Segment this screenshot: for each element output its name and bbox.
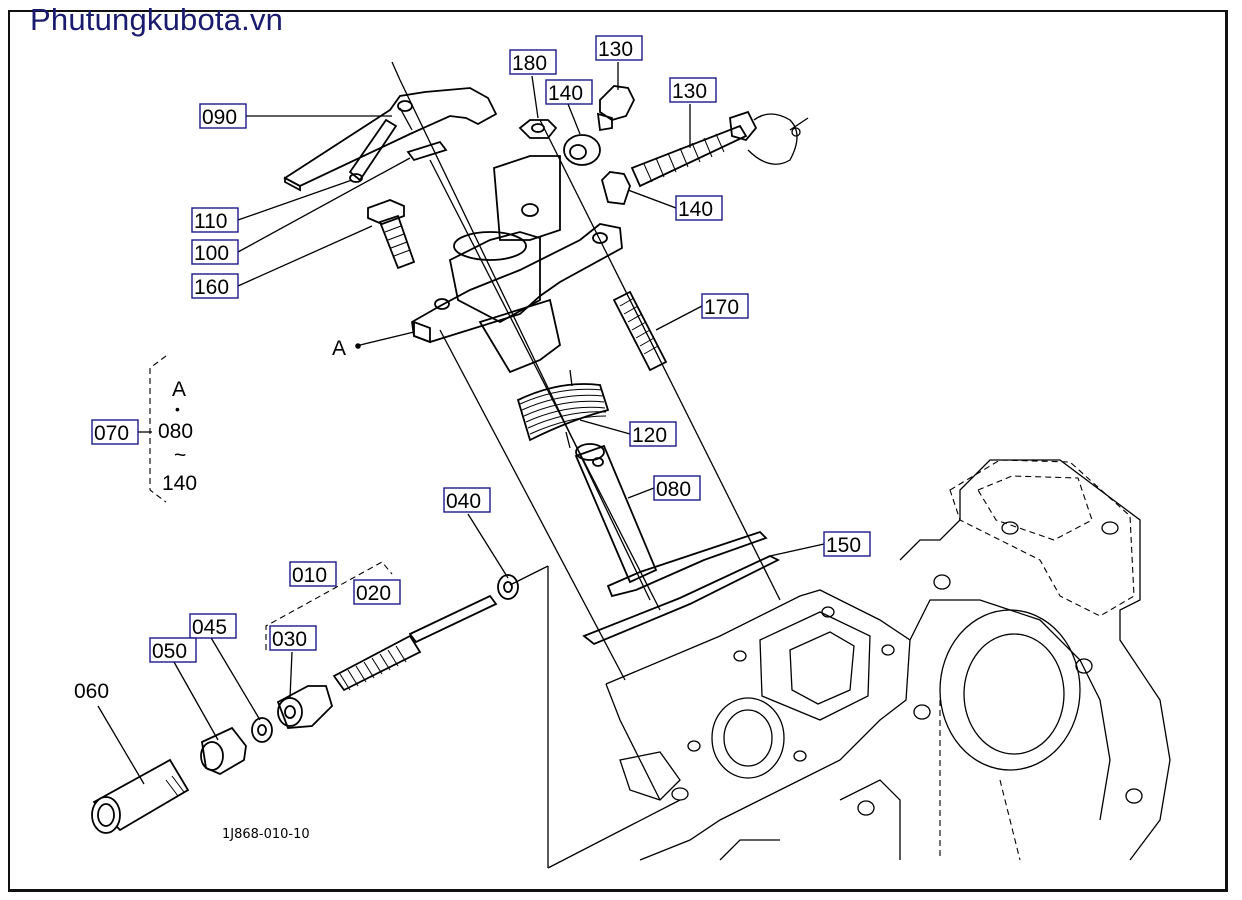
group-070-line-2: •: [175, 401, 180, 417]
part-160-flange-bolt: [367, 199, 416, 270]
group-070-line-3: 080: [158, 420, 193, 443]
group-070-line-5: 140: [162, 472, 197, 495]
callout-170: 170: [704, 296, 739, 319]
drawing-code: 1J868-010-10: [222, 827, 310, 842]
part-housing-a: [411, 155, 623, 374]
callout-010: 010: [292, 564, 327, 587]
group-010-bracket: [265, 561, 393, 650]
part-090-bracket-plate: [283, 87, 498, 192]
callout-040: 040: [446, 490, 481, 513]
guide-lines: [391, 61, 781, 869]
callout-045: 045: [192, 616, 227, 639]
part-170-stud: [612, 290, 668, 372]
callout-080: 080: [656, 478, 691, 501]
part-030-bushing: [276, 685, 334, 729]
group-070-line-1: A: [172, 378, 186, 401]
callout-050: 050: [152, 640, 187, 663]
callout-060: 060: [74, 680, 109, 703]
part-130-long-bolt: [630, 110, 809, 188]
group-070-bracket: [149, 355, 167, 503]
callout-030: 030: [272, 628, 307, 651]
callout-160: 160: [194, 276, 229, 299]
transmission-case-outline: [605, 459, 1171, 861]
callout-130-top: 130: [598, 38, 633, 61]
part-120-spring: [516, 369, 610, 449]
callout-140-top: 140: [548, 82, 583, 105]
leader-lines: [97, 62, 825, 785]
callout-020: 020: [356, 582, 391, 605]
callout-090: 090: [202, 106, 237, 129]
callout-labels: 090 110 100 160 180 140 130 130 140 170 …: [74, 35, 871, 842]
part-180-nut: [518, 119, 558, 139]
group-070-line-4: ~: [174, 444, 186, 467]
part-140-washer-top: [563, 134, 601, 166]
part-040-washer: [497, 574, 519, 600]
callout-120: 120: [632, 424, 667, 447]
part-150-gasket: [582, 555, 781, 646]
part-130-plug: [596, 85, 636, 132]
part-020-rod-spring: [332, 594, 498, 692]
callout-140-right: 140: [678, 198, 713, 221]
watermark: Phutungkubota.vn: [30, 2, 284, 37]
part-080-shaft: [574, 443, 768, 598]
part-045-washer: [251, 717, 273, 743]
callout-070: 070: [94, 422, 129, 445]
part-060-sleeve: [91, 758, 190, 834]
callout-100: 100: [194, 242, 229, 265]
drawing-frame: [8, 10, 1228, 892]
callout-130-bolt: 130: [672, 80, 707, 103]
reference-a: A: [332, 337, 346, 360]
callout-110: 110: [194, 210, 227, 233]
callout-180: 180: [512, 52, 547, 75]
part-140-nut-right: [600, 171, 631, 205]
callout-150: 150: [826, 534, 861, 557]
part-050-plunger: [200, 726, 247, 776]
